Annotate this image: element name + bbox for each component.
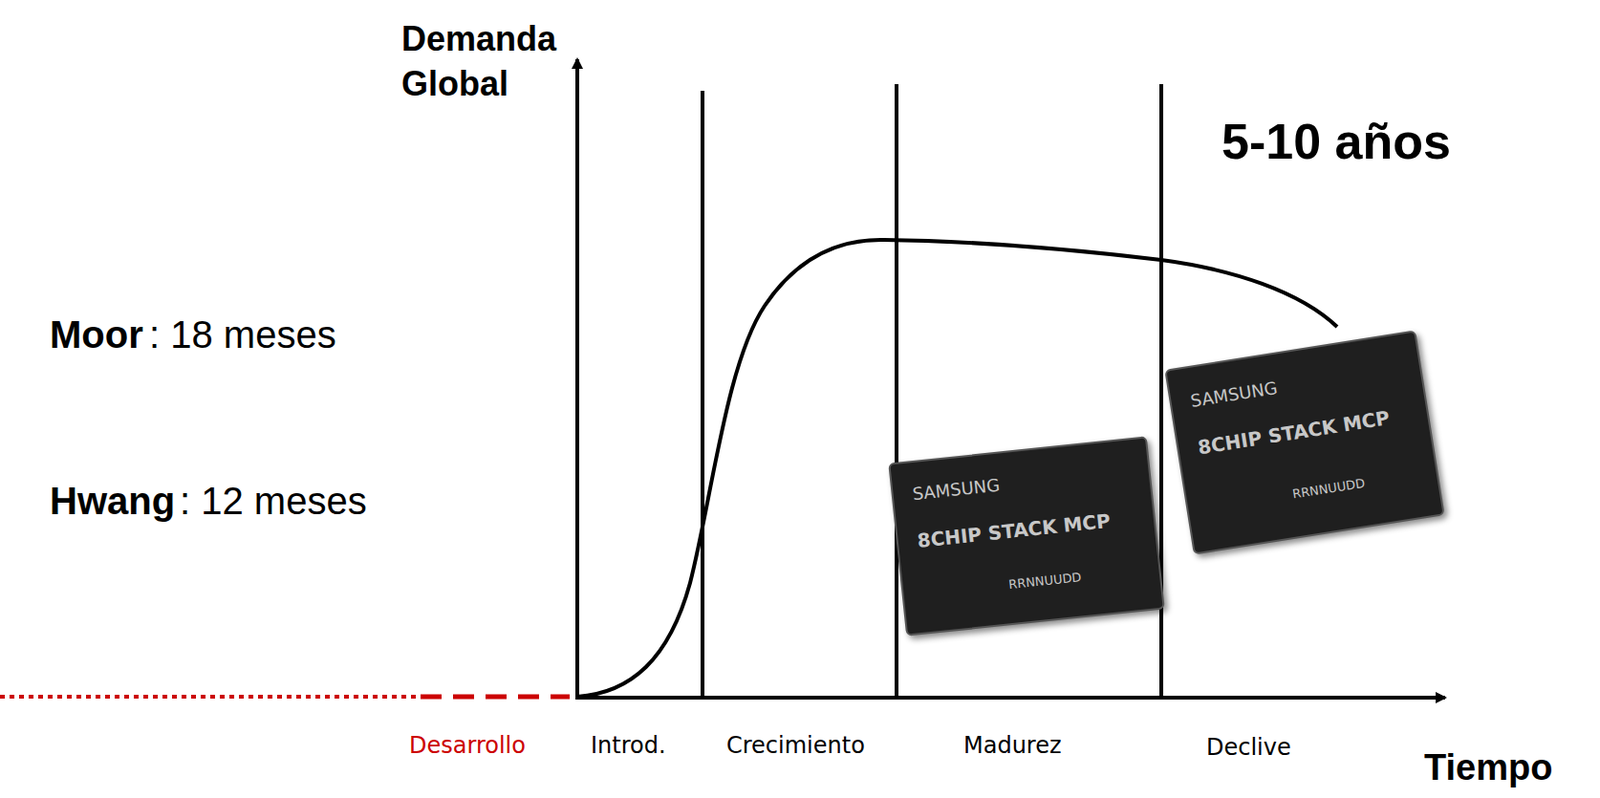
stage-label: Crecimiento xyxy=(726,732,865,759)
law-name: Hwang xyxy=(49,479,175,523)
chip-brand: SAMSUNG xyxy=(1189,377,1279,411)
development-dotted-line xyxy=(0,694,421,699)
memory-chip: SAMSUNG8CHIP STACK MCP RRNNUUDD xyxy=(1164,329,1445,555)
law-period: : 18 meses xyxy=(149,313,337,357)
stage-label: Declive xyxy=(1206,734,1292,761)
duration-note: 5-10 años xyxy=(1221,112,1451,171)
stage-divider xyxy=(894,84,899,698)
chip-model: 8CHIP STACK MCP xyxy=(916,509,1112,553)
development-dashed-line xyxy=(420,694,570,700)
memory-chip: SAMSUNG 8CHIP STACK MCP RRNNUUDD xyxy=(887,435,1166,636)
chip-code: RRNNUUDD xyxy=(1291,475,1366,502)
x-axis xyxy=(575,695,1446,700)
stage-label: Madurez xyxy=(963,732,1062,759)
stage-label: Introd. xyxy=(590,732,667,759)
law-name: Moor xyxy=(49,313,144,357)
chip-brand: SAMSUNG xyxy=(911,475,1001,504)
stage-label: Desarrollo xyxy=(409,732,526,759)
law-period: : 12 meses xyxy=(179,479,368,523)
chip-code: RRNNUUDD xyxy=(1007,569,1082,592)
axis-title: Tiempo xyxy=(1424,747,1553,789)
chip-model: 8CHIP STACK MCP xyxy=(1196,406,1392,459)
stage-divider xyxy=(700,90,705,698)
y-axis xyxy=(575,59,580,700)
axis-title: Demanda Global xyxy=(401,17,569,108)
